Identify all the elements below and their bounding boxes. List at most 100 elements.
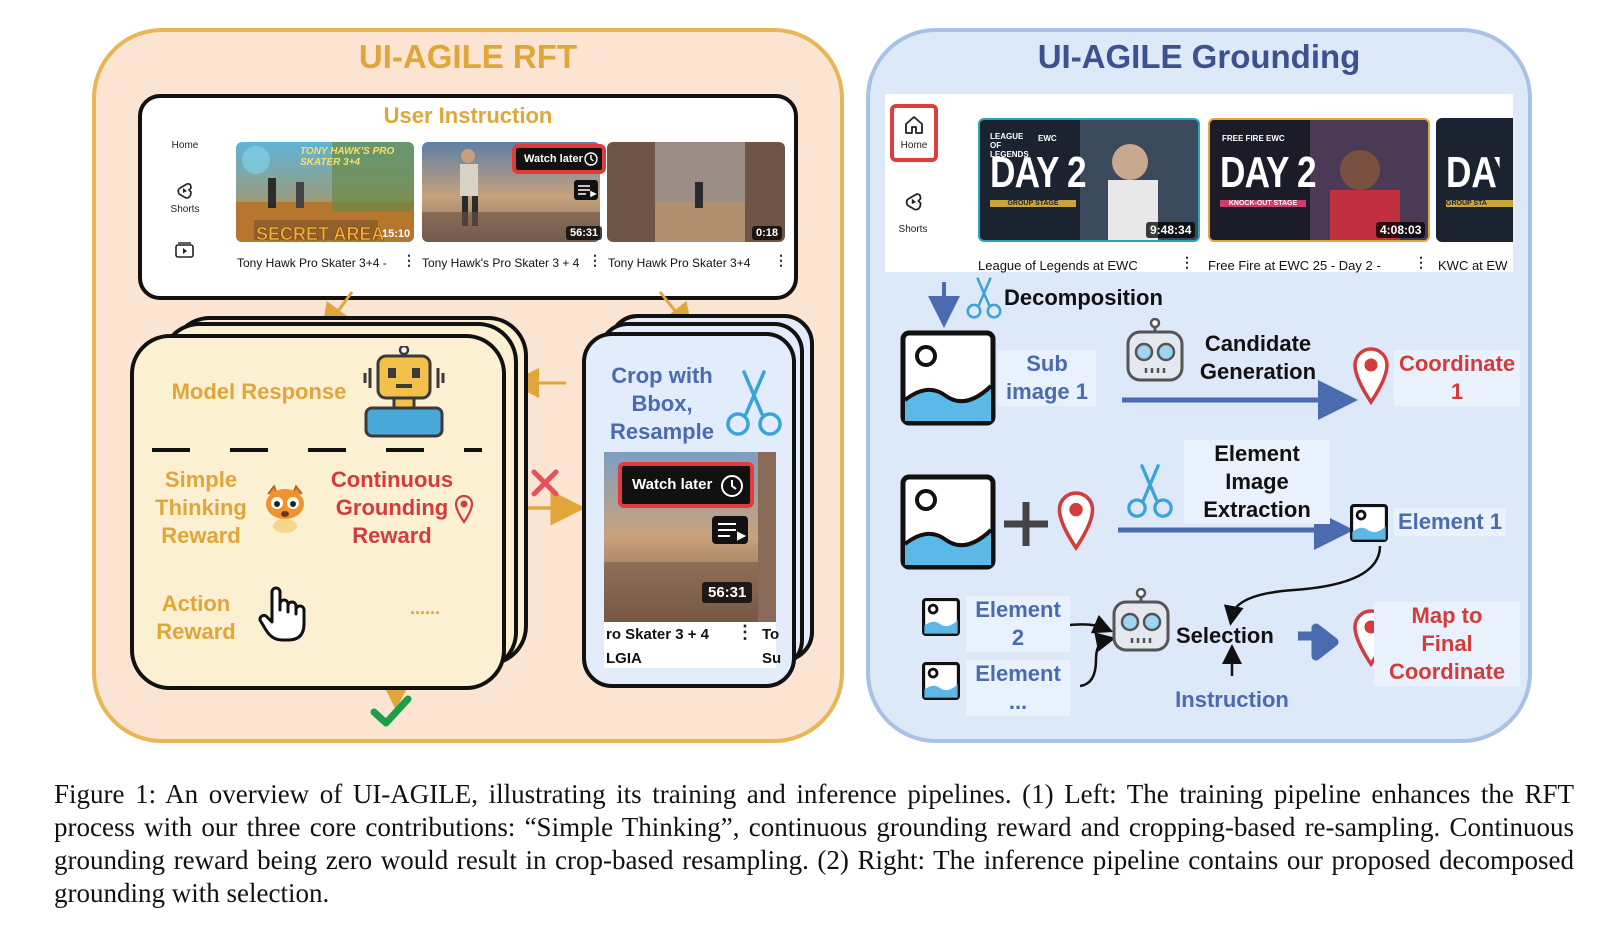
element-n-line-2: ... — [1008, 689, 1028, 714]
game-logo-text: TONY HAWK'S PRO SKATER 3+4 — [300, 146, 395, 168]
esports-2-brand: EWC — [1266, 134, 1285, 143]
sidebar-shorts-label: Shorts — [170, 204, 200, 215]
candidate-line-1: Candidate — [1204, 331, 1312, 356]
coordinate-line-2: 1 — [1450, 379, 1464, 404]
element-2-line-1: Element — [975, 597, 1061, 622]
video-2-more-icon[interactable]: ⋮ — [588, 252, 602, 268]
esports-2-more-icon[interactable]: ⋮ — [1414, 254, 1428, 270]
element-1-label: Element 1 — [1394, 508, 1506, 536]
home-icon — [905, 116, 923, 134]
video-3-more-icon[interactable]: ⋮ — [774, 252, 788, 268]
candidate-line-2: Generation — [1199, 359, 1317, 384]
video-thumbnail-3[interactable] — [607, 142, 785, 242]
video-3-title[interactable]: Tony Hawk Pro Skater 3+4 — [608, 256, 751, 270]
esports-1-logo: LEAGUE OF LEGENDS — [990, 132, 1029, 159]
check-icon — [370, 695, 412, 727]
video-1-title[interactable]: Tony Hawk Pro Skater 3+4 - — [237, 256, 387, 270]
action-reward-line-2: Reward — [156, 619, 236, 644]
esports-2-stage: KNOCK-OUT STAGE — [1220, 200, 1306, 207]
video-thumbnail-1[interactable] — [236, 142, 414, 242]
location-pin-icon — [454, 494, 474, 524]
element-extraction-label: Element Image Extraction — [1184, 440, 1330, 524]
element-2-label: Element 2 — [966, 596, 1070, 652]
coordinate-label: Coordinate 1 — [1394, 350, 1520, 406]
response-divider-dashes — [152, 448, 482, 452]
element-n-line-1: Element — [975, 661, 1061, 686]
element-n-image-icon — [922, 662, 960, 700]
clock-icon — [584, 152, 598, 166]
continuous-line-3: Reward — [352, 523, 432, 548]
video-1-more-icon[interactable]: ⋮ — [402, 252, 416, 268]
simple-thinking-reward-label: Simple Thinking Reward — [140, 466, 262, 550]
video-1-duration: 15:10 — [382, 228, 411, 240]
sub-image-line-2: image 1 — [1006, 379, 1088, 404]
esports-thumbnail-1[interactable] — [978, 118, 1200, 242]
esports-1-day: DAY 2 — [990, 148, 1087, 197]
crop-queue-icon[interactable] — [712, 516, 748, 544]
robot-icon — [363, 346, 445, 438]
final-coordinate-label: Map to Final Coordinate — [1374, 602, 1520, 686]
shorts-icon — [177, 183, 192, 199]
esports-1-duration: 9:48:34 — [1146, 222, 1196, 238]
plus-icon — [1004, 502, 1048, 546]
secret-area-text: SECRET AREA — [256, 224, 385, 245]
esports-2-day: DAY 2 — [1220, 148, 1317, 197]
crop-watch-later-button[interactable]: Watch later — [618, 462, 754, 508]
add-to-queue-icon[interactable] — [574, 180, 598, 200]
library-icon — [175, 242, 194, 258]
esports-2-duration: 4:08:03 — [1376, 222, 1426, 238]
crop-line-3: Resample — [610, 419, 714, 444]
crop-title-line-2-right: Su — [762, 650, 782, 667]
extraction-scissors-icon — [1127, 464, 1173, 518]
watch-later-button[interactable]: Watch later — [512, 144, 606, 174]
candidate-generation-label: Candidate Generation — [1188, 330, 1328, 386]
cross-icon — [531, 469, 559, 497]
video-2-title[interactable]: Tony Hawk's Pro Skater 3 + 4 — [422, 256, 580, 270]
user-instruction-label: User Instruction — [383, 103, 553, 128]
crop-clock-icon — [721, 475, 743, 497]
esports-thumbnail-2[interactable] — [1208, 118, 1430, 242]
crop-line-2: Bbox, — [631, 391, 693, 416]
esports-1-brand: EWC — [1038, 134, 1057, 143]
shorts-nav-label: Shorts — [898, 224, 928, 235]
sidebar-home-label: Home — [171, 140, 199, 151]
grounding-panel-title: UI-AGILE Grounding — [1037, 38, 1361, 75]
final-line-2: Final — [1421, 631, 1473, 656]
simple-thinking-line-2: Thinking — [155, 495, 247, 520]
esports-2-title[interactable]: Free Fire at EWC 25 - Day 2 - — [1208, 258, 1381, 273]
continuous-line-1: Continuous — [330, 467, 454, 492]
figure-caption: Figure 1: An overview of UI-AGILE, illus… — [54, 779, 1574, 908]
element-2-image-icon — [922, 598, 960, 636]
shorts-nav-icon[interactable] — [902, 190, 926, 214]
coordinate-line-1: Coordinate — [1398, 351, 1516, 376]
coordinate-pin-icon — [1353, 347, 1389, 406]
rft-panel-title: UI-AGILE RFT — [358, 38, 578, 75]
esports-1-stage: GROUP STAGE — [990, 200, 1076, 207]
extraction-line-2: Image — [1225, 469, 1289, 494]
esports-3-day: DAY — [1446, 150, 1500, 196]
mascot-icon — [266, 484, 304, 533]
sub-image-label: Sub image 1 — [998, 350, 1096, 406]
scissors-icon — [726, 370, 782, 436]
home-nav-button[interactable]: Home — [890, 104, 938, 162]
esports-thumbnail-3[interactable] — [1436, 118, 1513, 242]
esports-2-logo: FREE FIRE — [1222, 134, 1264, 143]
simple-thinking-line-3: Reward — [161, 523, 241, 548]
extraction-line-1: Element — [1214, 441, 1300, 466]
esports-1-more-icon[interactable]: ⋮ — [1180, 254, 1194, 270]
model-response-card — [130, 334, 506, 690]
crop-label: Crop with Bbox, Resample — [598, 362, 726, 446]
sub-image-icon — [900, 330, 996, 426]
instruction-label: Instruction — [1175, 687, 1289, 712]
decomposition-scissors-icon — [966, 277, 1002, 319]
crop-more-icon[interactable]: ⋮ — [736, 622, 754, 642]
selection-robot-icon — [1112, 588, 1170, 652]
esports-1-title[interactable]: League of Legends at EWC — [978, 258, 1138, 273]
extraction-line-3: Extraction — [1203, 497, 1311, 522]
continuous-grounding-reward-label: Continuous Grounding Reward — [322, 466, 462, 550]
esports-3-title[interactable]: KWC at EW — [1438, 258, 1508, 273]
model-response-label: Model Response — [171, 379, 347, 404]
screenshot-image-icon — [900, 474, 996, 570]
decomposition-label: Decomposition — [1004, 285, 1163, 310]
